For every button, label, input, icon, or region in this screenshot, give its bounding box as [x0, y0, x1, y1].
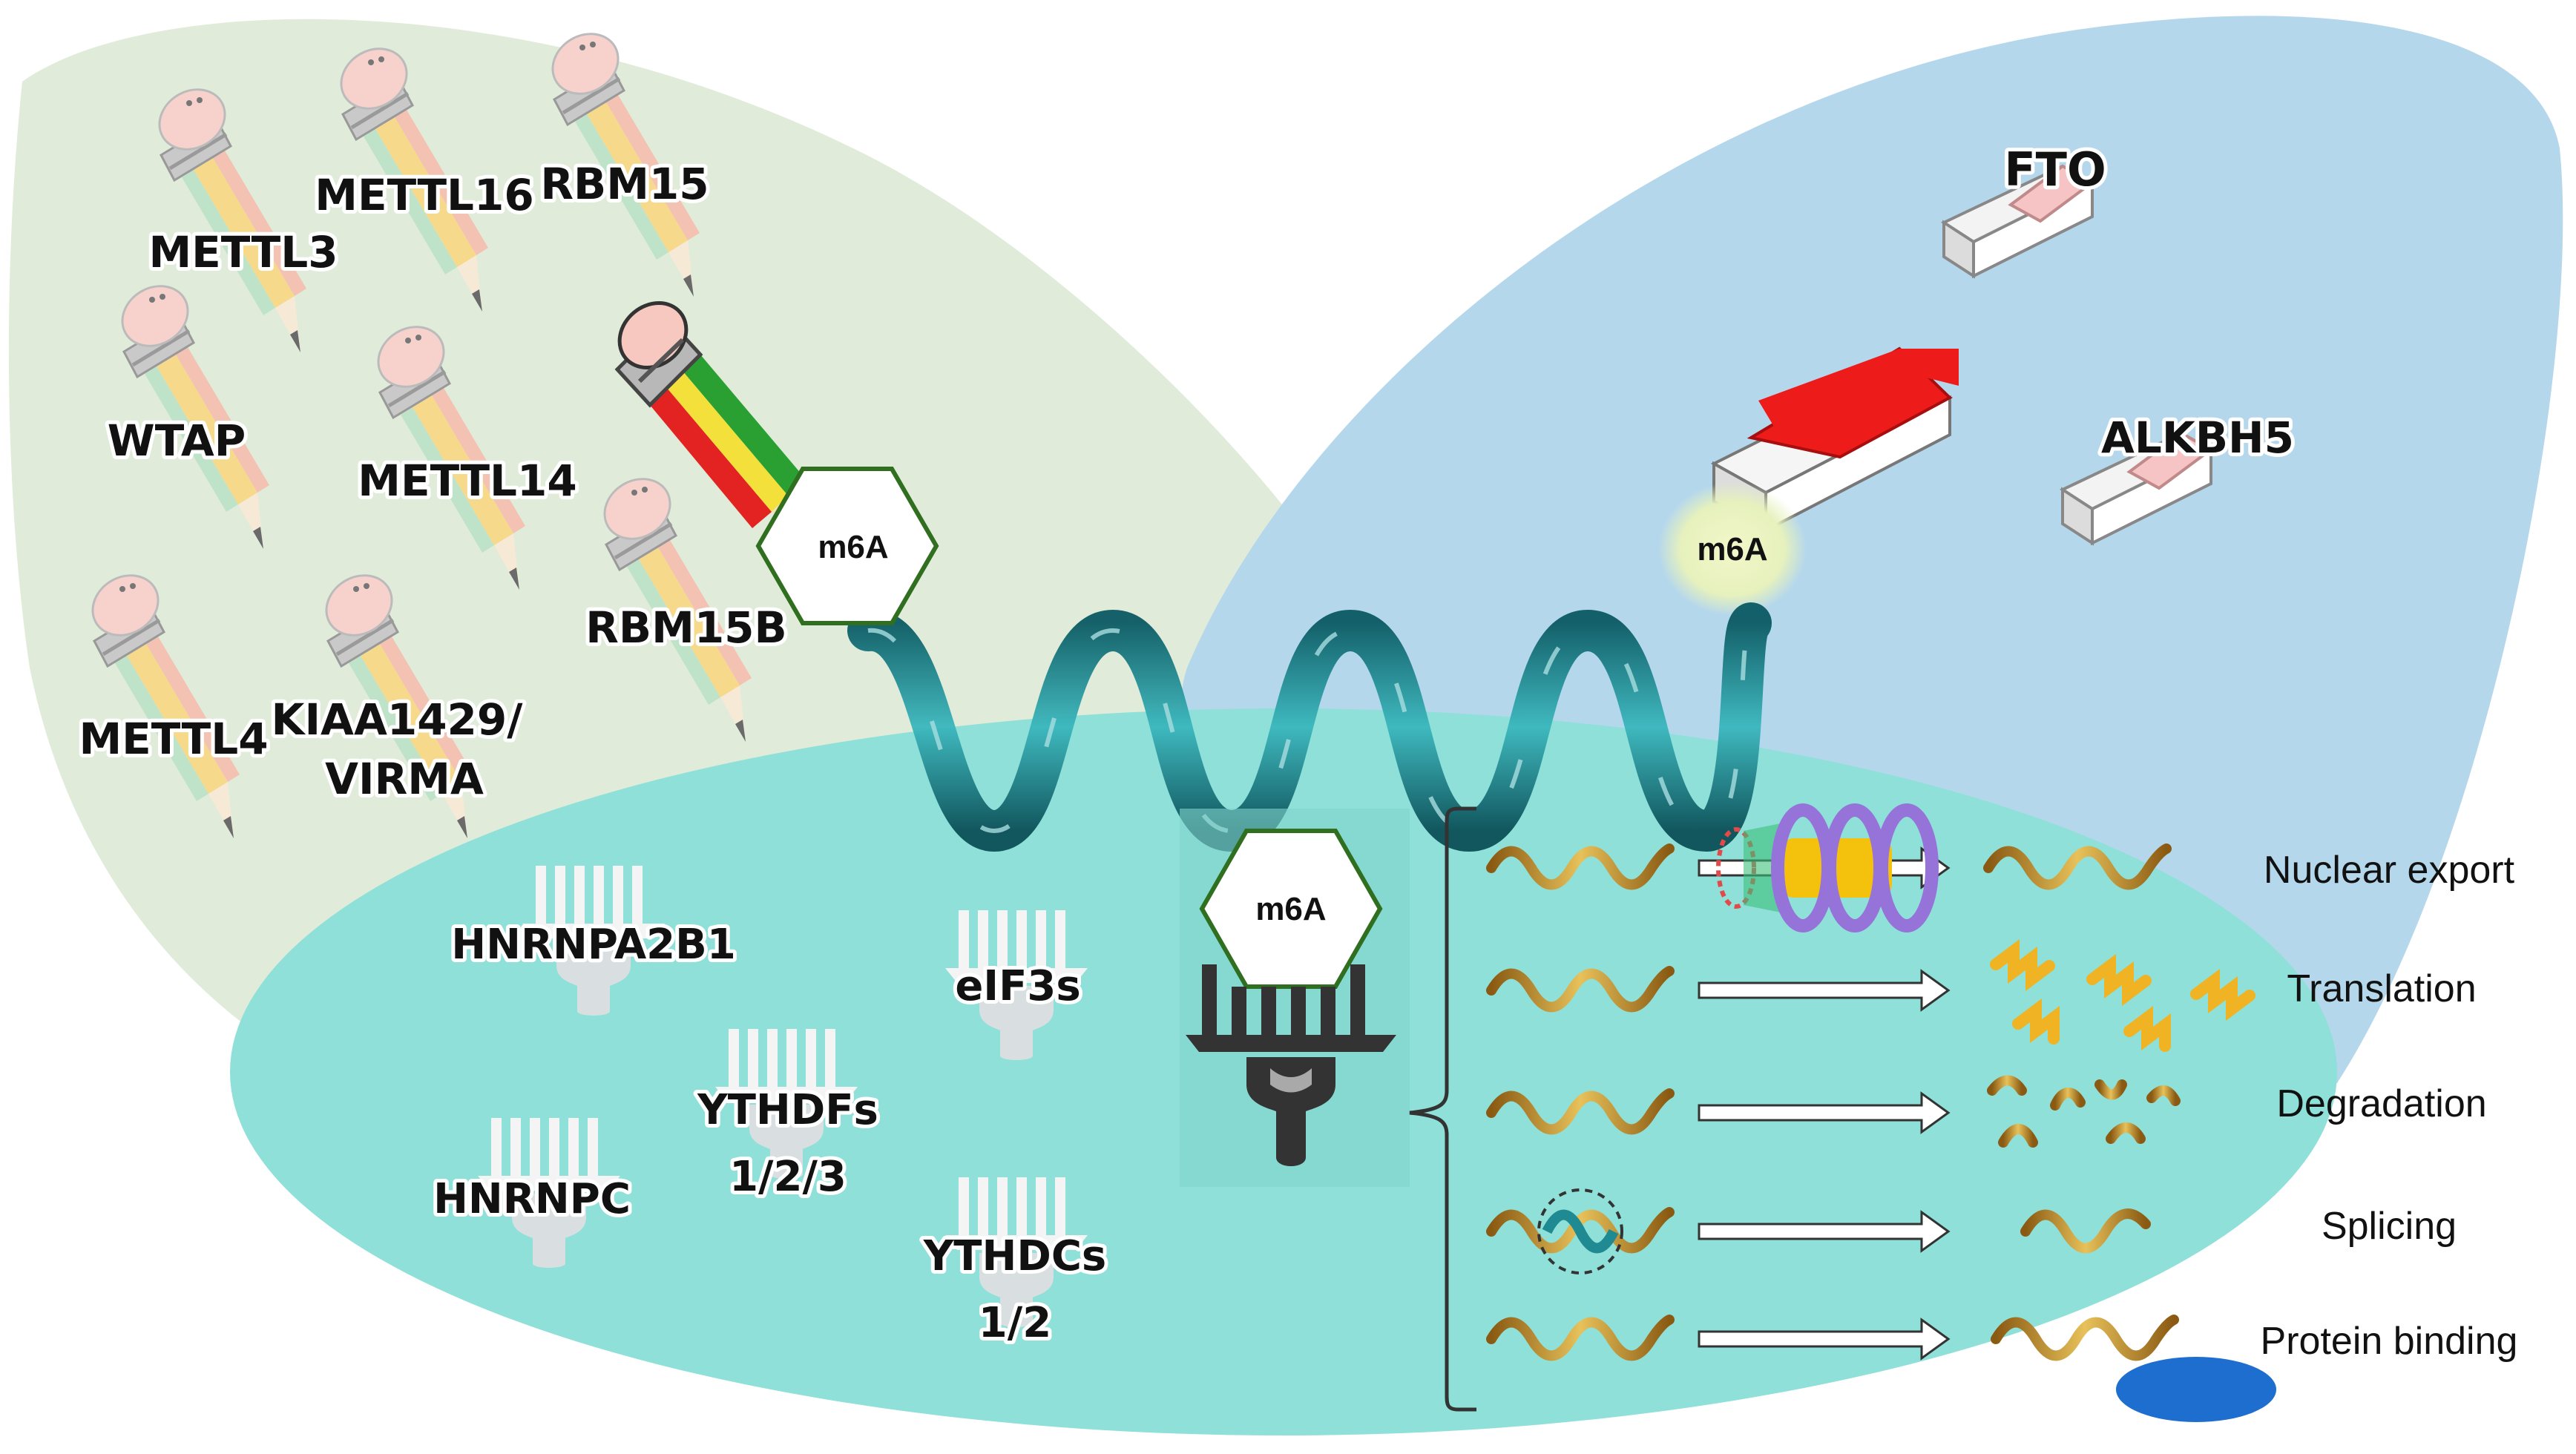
outcome-row-translation: Translation — [1491, 939, 2477, 1052]
writer-label: RBM15 — [540, 159, 709, 209]
writer-label: METTL16 — [315, 170, 533, 220]
outcome-label: Protein binding — [2261, 1320, 2518, 1363]
reader-label: 1/2 — [979, 1299, 1051, 1347]
outcome-row-splicing: Splicing — [1491, 1188, 2457, 1274]
nuclear-pore-icon — [1716, 803, 1939, 932]
writer-label: KIAA1429/ — [272, 694, 524, 745]
erased-m6a-glow: m6A — [1658, 482, 1807, 616]
protein-icon — [2116, 1357, 2276, 1422]
writer-label: METTL14 — [358, 455, 576, 506]
eraser-label: FTO — [2004, 142, 2106, 197]
writer-label: RBM15B — [585, 602, 787, 653]
outcome-label: Translation — [2287, 967, 2476, 1010]
writer-labels: METTL3 METTL16 RBM15 WTAP METTL14 RBM15B… — [75, 155, 790, 808]
writer-label: VIRMA — [325, 754, 484, 804]
outcome-bracket — [1409, 806, 1476, 1412]
outcome-label: Degradation — [2276, 1082, 2486, 1125]
writer-label: METTL4 — [79, 714, 268, 764]
outcome-row-nuclear-export: Nuclear export — [1491, 803, 2515, 932]
central-reader: m6A — [1180, 809, 1410, 1187]
m6a-hexagon-writer: m6A — [755, 467, 939, 625]
reader-label: YTHDFs — [697, 1086, 878, 1134]
peptide-icons — [1990, 939, 2255, 1052]
outcome-label: Splicing — [2322, 1205, 2457, 1248]
outcome-row-protein-binding: Protein binding — [1491, 1320, 2517, 1422]
m6a-label: m6A — [1255, 891, 1326, 927]
reader-label: 1/2/3 — [729, 1153, 847, 1201]
reader-label: HNRNPC — [433, 1175, 631, 1223]
fragment-icons — [1987, 1075, 2181, 1148]
writer-label: METTL3 — [148, 227, 338, 277]
m6a-label: m6A — [818, 529, 888, 565]
m6a-label: m6A — [1697, 531, 1767, 568]
rna-ribbon — [847, 602, 1772, 852]
outcome-label: Nuclear export — [2264, 849, 2515, 892]
active-eraser-icon — [1710, 346, 1959, 533]
reader-label: eIF3s — [955, 962, 1080, 1010]
reader-label: HNRNPA2B1 — [451, 921, 736, 969]
reader-label: YTHDCs — [923, 1232, 1107, 1280]
writer-label: WTAP — [108, 415, 246, 466]
reader-labels: HNRNPA2B1 eIF3s HNRNPC YTHDFs 1/2/3 YTHD… — [430, 917, 1110, 1351]
eraser-labels: FTO ALKBH5 — [2000, 139, 2298, 467]
eraser-label: ALKBH5 — [2101, 412, 2294, 463]
outcome-row-degradation: Degradation — [1491, 1075, 2487, 1148]
